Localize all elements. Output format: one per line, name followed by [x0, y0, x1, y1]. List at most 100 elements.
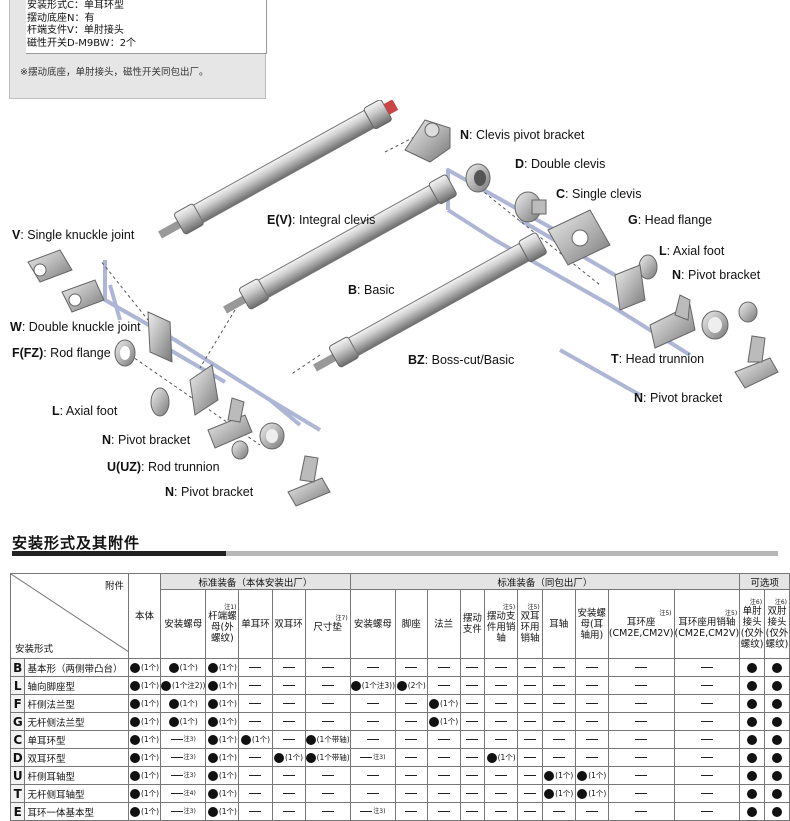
dash-mark	[282, 738, 295, 741]
table-cell	[238, 784, 273, 803]
table-cell	[517, 694, 543, 713]
table-cell	[673, 658, 741, 677]
label-double-clevis: D: Double clevis	[515, 157, 605, 171]
table-cell: (1个)	[205, 766, 240, 785]
column-note: 注6)	[749, 598, 763, 606]
table-cell	[238, 766, 273, 785]
column-header: 双耳环	[271, 589, 306, 659]
table-cell	[574, 676, 609, 695]
quantity-text: (1个)	[179, 663, 198, 672]
quantity-text: (1个)	[588, 789, 607, 798]
filled-dot-mark	[129, 662, 140, 673]
column-label: 脚座	[401, 618, 421, 630]
column-label: 单耳环	[241, 618, 270, 630]
dash-mark	[523, 702, 536, 705]
label-axial-foot-right: L: Axial foot	[659, 244, 725, 258]
dash-mark	[437, 774, 450, 777]
label-single-clevis: C: Single clevis	[556, 187, 641, 201]
table-cell	[574, 730, 609, 749]
table-cell	[304, 784, 351, 803]
head-flange-part	[547, 209, 611, 266]
dash-mark	[170, 810, 183, 813]
table-cell	[271, 766, 306, 785]
info-note: ※摆动底座，单肘接头，磁性开关同包出厂。	[20, 67, 209, 78]
quantity-text: (1个)	[218, 789, 237, 798]
filled-dot-mark	[161, 680, 172, 691]
row-name: 无杆侧法兰型	[24, 712, 129, 731]
table-cell	[517, 784, 543, 803]
dash-mark	[585, 756, 598, 759]
corner-top-label: 附件	[104, 581, 124, 592]
table-cell	[764, 802, 790, 821]
table-cell	[673, 802, 741, 821]
quantity-text: (1个)	[140, 771, 160, 780]
dash-mark	[282, 774, 295, 777]
body-column-header: 本体	[127, 573, 162, 659]
dash-mark	[700, 666, 713, 669]
label-basic: B: Basic	[348, 283, 395, 297]
column-header: 注7)尺寸垫	[304, 589, 351, 659]
table-cell	[304, 676, 351, 695]
dash-mark	[700, 702, 713, 705]
table-cell	[459, 658, 486, 677]
row-name: 双耳环型	[24, 748, 129, 767]
table-cell	[739, 712, 766, 731]
column-label: 安装螺母(耳轴用)	[577, 607, 607, 641]
column-header: 安装螺母	[349, 589, 397, 659]
dash-mark	[552, 738, 565, 741]
filled-dot-mark	[207, 752, 218, 763]
table-cell	[574, 802, 609, 821]
table-cell	[541, 748, 576, 767]
info-line-pivot: 摆动底座N：有	[27, 12, 95, 24]
label-head-flange: G: Head flange	[628, 213, 712, 227]
filled-dot-mark	[207, 788, 218, 799]
table-cell: (2个)	[395, 676, 428, 695]
dash-mark	[437, 756, 450, 759]
table-cell	[459, 676, 486, 695]
quantity-text: (1个)	[218, 663, 237, 672]
clevis-pivot-bracket-part	[404, 119, 451, 163]
corner-bottom-label: 安装形式	[15, 644, 54, 655]
quantity-text: (1个)	[440, 717, 459, 726]
column-header: 法兰	[426, 589, 461, 659]
quantity-text: (1个)	[140, 753, 160, 762]
filled-dot-mark	[747, 770, 758, 781]
table-cell	[395, 784, 428, 803]
table-cell	[607, 694, 675, 713]
dash-mark	[466, 756, 479, 759]
rod-flange-part	[114, 311, 173, 367]
mounting-accessories-table: 附件安装形式本体标准装备（本体安装出厂）标准装备（同包出厂）可选项安装螺母注1)…	[9, 573, 790, 821]
table-cell	[607, 748, 675, 767]
table-cell	[395, 766, 428, 785]
dash-mark	[249, 792, 262, 795]
filled-dot-mark	[129, 680, 140, 691]
table-cell: (1个)	[541, 766, 576, 785]
table-cell: (1个)	[484, 748, 519, 767]
dash-mark	[585, 684, 598, 687]
dash-mark	[495, 720, 508, 723]
table-cell: 注3)	[349, 748, 397, 767]
table-cell	[607, 712, 675, 731]
table-cell	[607, 766, 675, 785]
column-label: 摆动支件	[462, 613, 482, 635]
table-cell: (1个注2))	[160, 676, 207, 695]
filled-dot-mark	[772, 752, 783, 763]
dash-mark	[366, 738, 379, 741]
filled-dot-mark	[772, 770, 783, 781]
filled-dot-mark	[129, 716, 140, 727]
table-cell	[673, 730, 741, 749]
column-label: 安装螺母	[164, 618, 203, 630]
table-cell: (1个)	[127, 784, 162, 803]
row-code: E	[9, 802, 26, 821]
corner-diagonal	[11, 574, 128, 652]
dash-mark	[405, 720, 418, 723]
dash-mark	[437, 684, 450, 687]
quantity-text: (1个)	[140, 699, 160, 708]
dash-mark	[552, 720, 565, 723]
table-cell	[739, 676, 766, 695]
table-cell: (1个)	[160, 694, 207, 713]
filled-dot-mark	[544, 770, 555, 781]
